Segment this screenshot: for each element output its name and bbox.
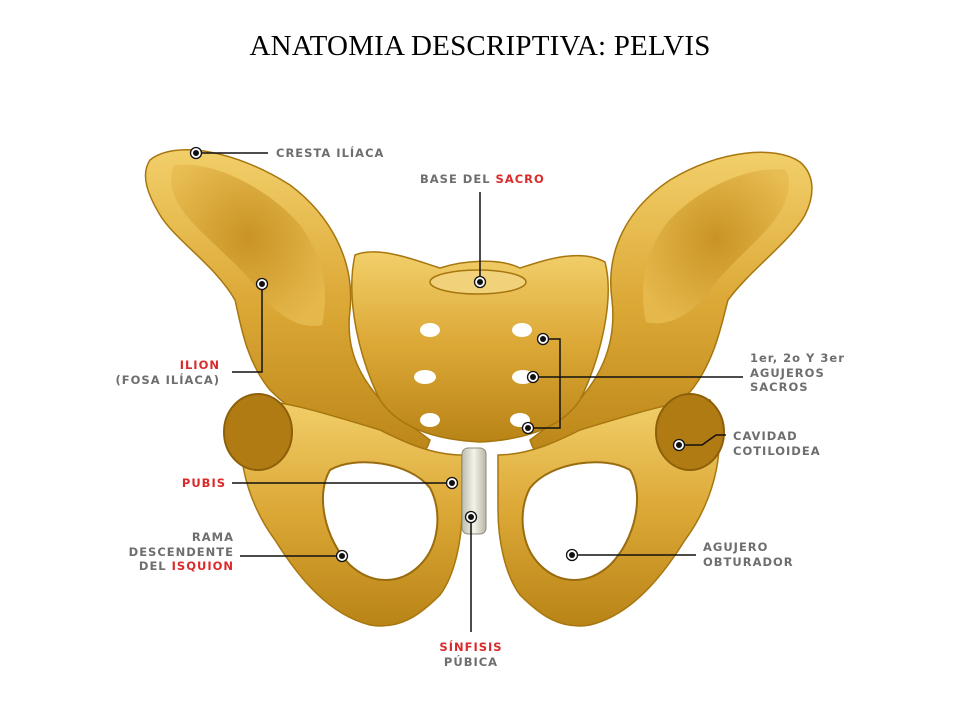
marker-dot	[473, 275, 487, 289]
right-obturator-foramen	[521, 461, 638, 581]
sacral-foramen	[420, 413, 440, 427]
marker-dot	[672, 438, 686, 452]
marker-dot	[565, 548, 579, 562]
label-rama-isquion: RAMA DESCENDENTE DEL ISQUION	[128, 530, 234, 573]
label-cresta-iliaca: CRESTA ILÍACA	[276, 146, 385, 160]
marker-dot	[189, 146, 203, 160]
sacral-foramen	[512, 323, 532, 337]
leader-ilion	[232, 284, 263, 373]
right-acetabulum	[655, 393, 725, 471]
label-ilion: ILION (FOSA ILÍACA)	[115, 358, 220, 387]
left-obturator-foramen	[322, 461, 439, 581]
leader-agujeros	[528, 338, 561, 429]
page-title: ANATOMIA DESCRIPTIVA: PELVIS	[249, 30, 711, 62]
marker-dot	[526, 370, 540, 384]
label-cavidad-cotiloidea: CAVIDAD COTILOIDEA	[733, 429, 821, 458]
label-agujero-obturador: AGUJERO OBTURADOR	[703, 540, 794, 569]
left-iliac-fossa	[170, 164, 326, 326]
marker-dots	[189, 146, 686, 563]
right-iliac-fossa	[642, 169, 790, 324]
marker-dot	[335, 549, 349, 563]
left-acetabulum	[223, 393, 293, 471]
marker-dot	[521, 421, 535, 435]
label-base-sacro: BASE DEL SACRO	[420, 172, 545, 186]
marker-dot	[445, 476, 459, 490]
marker-dot	[464, 510, 478, 524]
label-agujeros-sacros: 1er, 2o Y 3er AGUJEROS SACROS	[750, 351, 845, 394]
leader-cavidad	[679, 434, 726, 446]
label-sinfisis-pubica: SÍNFISIS PÚBICA	[439, 640, 503, 669]
sacral-foramen	[420, 323, 440, 337]
sacral-foramen	[414, 370, 436, 384]
label-pubis: PUBIS	[181, 476, 226, 490]
marker-dot	[536, 332, 550, 346]
sacrum	[351, 251, 609, 443]
marker-dot	[255, 277, 269, 291]
